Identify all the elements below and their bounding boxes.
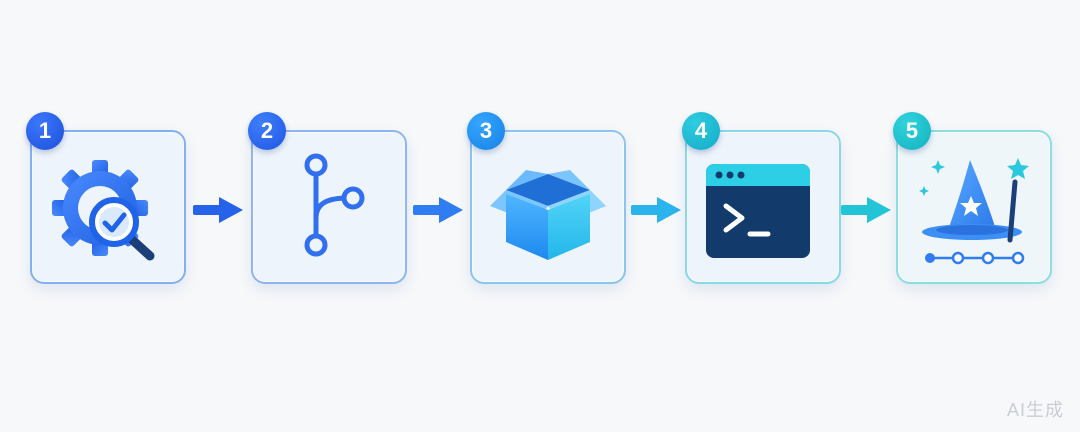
git-branch-icon: [304, 153, 365, 257]
open-box-icon: [490, 170, 606, 260]
step-number-badge-4: 4: [682, 112, 720, 150]
arrow-right-icon: [413, 197, 463, 223]
wizard-hat-wand-icon: [919, 158, 1029, 265]
terminal-window-icon: [706, 164, 810, 258]
step-card-2: [251, 130, 407, 284]
arrow-right-icon: [841, 197, 891, 223]
step-number-badge-1: 1: [26, 112, 64, 150]
watermark-text: AI生成: [1006, 400, 1064, 420]
arrow-right-icon: [631, 197, 681, 223]
step-number-badge-3: 3: [467, 112, 505, 150]
step-number-badge-5: 5: [893, 112, 931, 150]
step-number-badge-2: 2: [248, 112, 286, 150]
gear-magnifier-check-icon: [52, 160, 155, 261]
arrow-right-icon: [193, 197, 243, 223]
